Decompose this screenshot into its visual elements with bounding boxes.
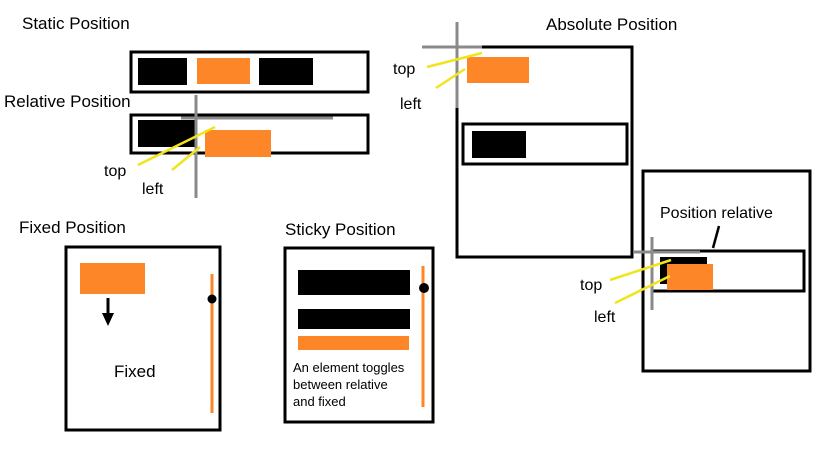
relative-orange-box	[205, 130, 271, 157]
relative-position-title: Relative Position	[4, 92, 131, 111]
relative-left-pointer	[171, 146, 201, 171]
inset-title: Position relative	[660, 205, 773, 222]
static-black-box-2	[259, 58, 313, 85]
fixed-orange-box	[80, 263, 145, 294]
fixed-scroll-thumb	[207, 294, 217, 304]
static-container	[129, 50, 370, 94]
relative-top-label: top	[104, 163, 126, 180]
sticky-orange-box	[298, 336, 409, 350]
inset-page	[641, 169, 812, 373]
relative-position-panel: Relative Position top left	[4, 92, 370, 198]
sticky-caption-line-1: An element toggles	[293, 360, 405, 375]
static-black-box-1	[138, 58, 187, 85]
absolute-top-label: top	[393, 61, 415, 78]
absolute-left-label: left	[400, 96, 422, 113]
inset-left-pointer	[614, 274, 671, 305]
sticky-caption: An element toggles between relative and …	[293, 360, 408, 409]
absolute-position-panel: Absolute Position top left	[393, 15, 677, 259]
inset-left-label: left	[594, 309, 616, 326]
static-position-title: Static Position	[22, 14, 130, 33]
position-relative-inset: Position relative top left	[580, 169, 812, 373]
sticky-viewport	[283, 246, 435, 424]
fixed-position-panel: Fixed Position Fixed	[19, 218, 222, 432]
absolute-inner-container	[461, 122, 629, 166]
relative-top-pointer	[137, 125, 216, 167]
fixed-viewport	[64, 245, 222, 432]
absolute-position-title: Absolute Position	[546, 15, 677, 34]
static-orange-box	[197, 58, 250, 84]
fixed-caption: Fixed	[114, 362, 156, 381]
fixed-position-title: Fixed Position	[19, 218, 126, 237]
static-position-panel: Static Position	[22, 14, 370, 94]
absolute-orange-box	[467, 57, 529, 83]
absolute-left-pointer	[435, 67, 466, 90]
sticky-black-box-2	[298, 309, 410, 329]
inset-top-label: top	[580, 277, 602, 294]
absolute-top-pointer	[426, 51, 483, 69]
absolute-page	[455, 45, 634, 259]
sticky-black-box-1	[298, 270, 410, 295]
relative-black-box	[138, 120, 196, 147]
absolute-inner-black-box	[472, 131, 526, 158]
inset-top-pointer	[609, 258, 672, 282]
relative-left-label: left	[142, 181, 164, 198]
sticky-caption-line-3: and fixed	[293, 394, 346, 409]
down-arrow-icon	[102, 313, 114, 326]
sticky-position-panel: Sticky Position An element toggles betwe…	[283, 220, 435, 424]
inset-title-pointer	[711, 225, 721, 249]
sticky-position-title: Sticky Position	[285, 220, 396, 239]
sticky-scroll-thumb	[419, 283, 429, 293]
sticky-caption-line-2: between relative	[293, 377, 388, 392]
inset-orange-box	[667, 264, 713, 290]
